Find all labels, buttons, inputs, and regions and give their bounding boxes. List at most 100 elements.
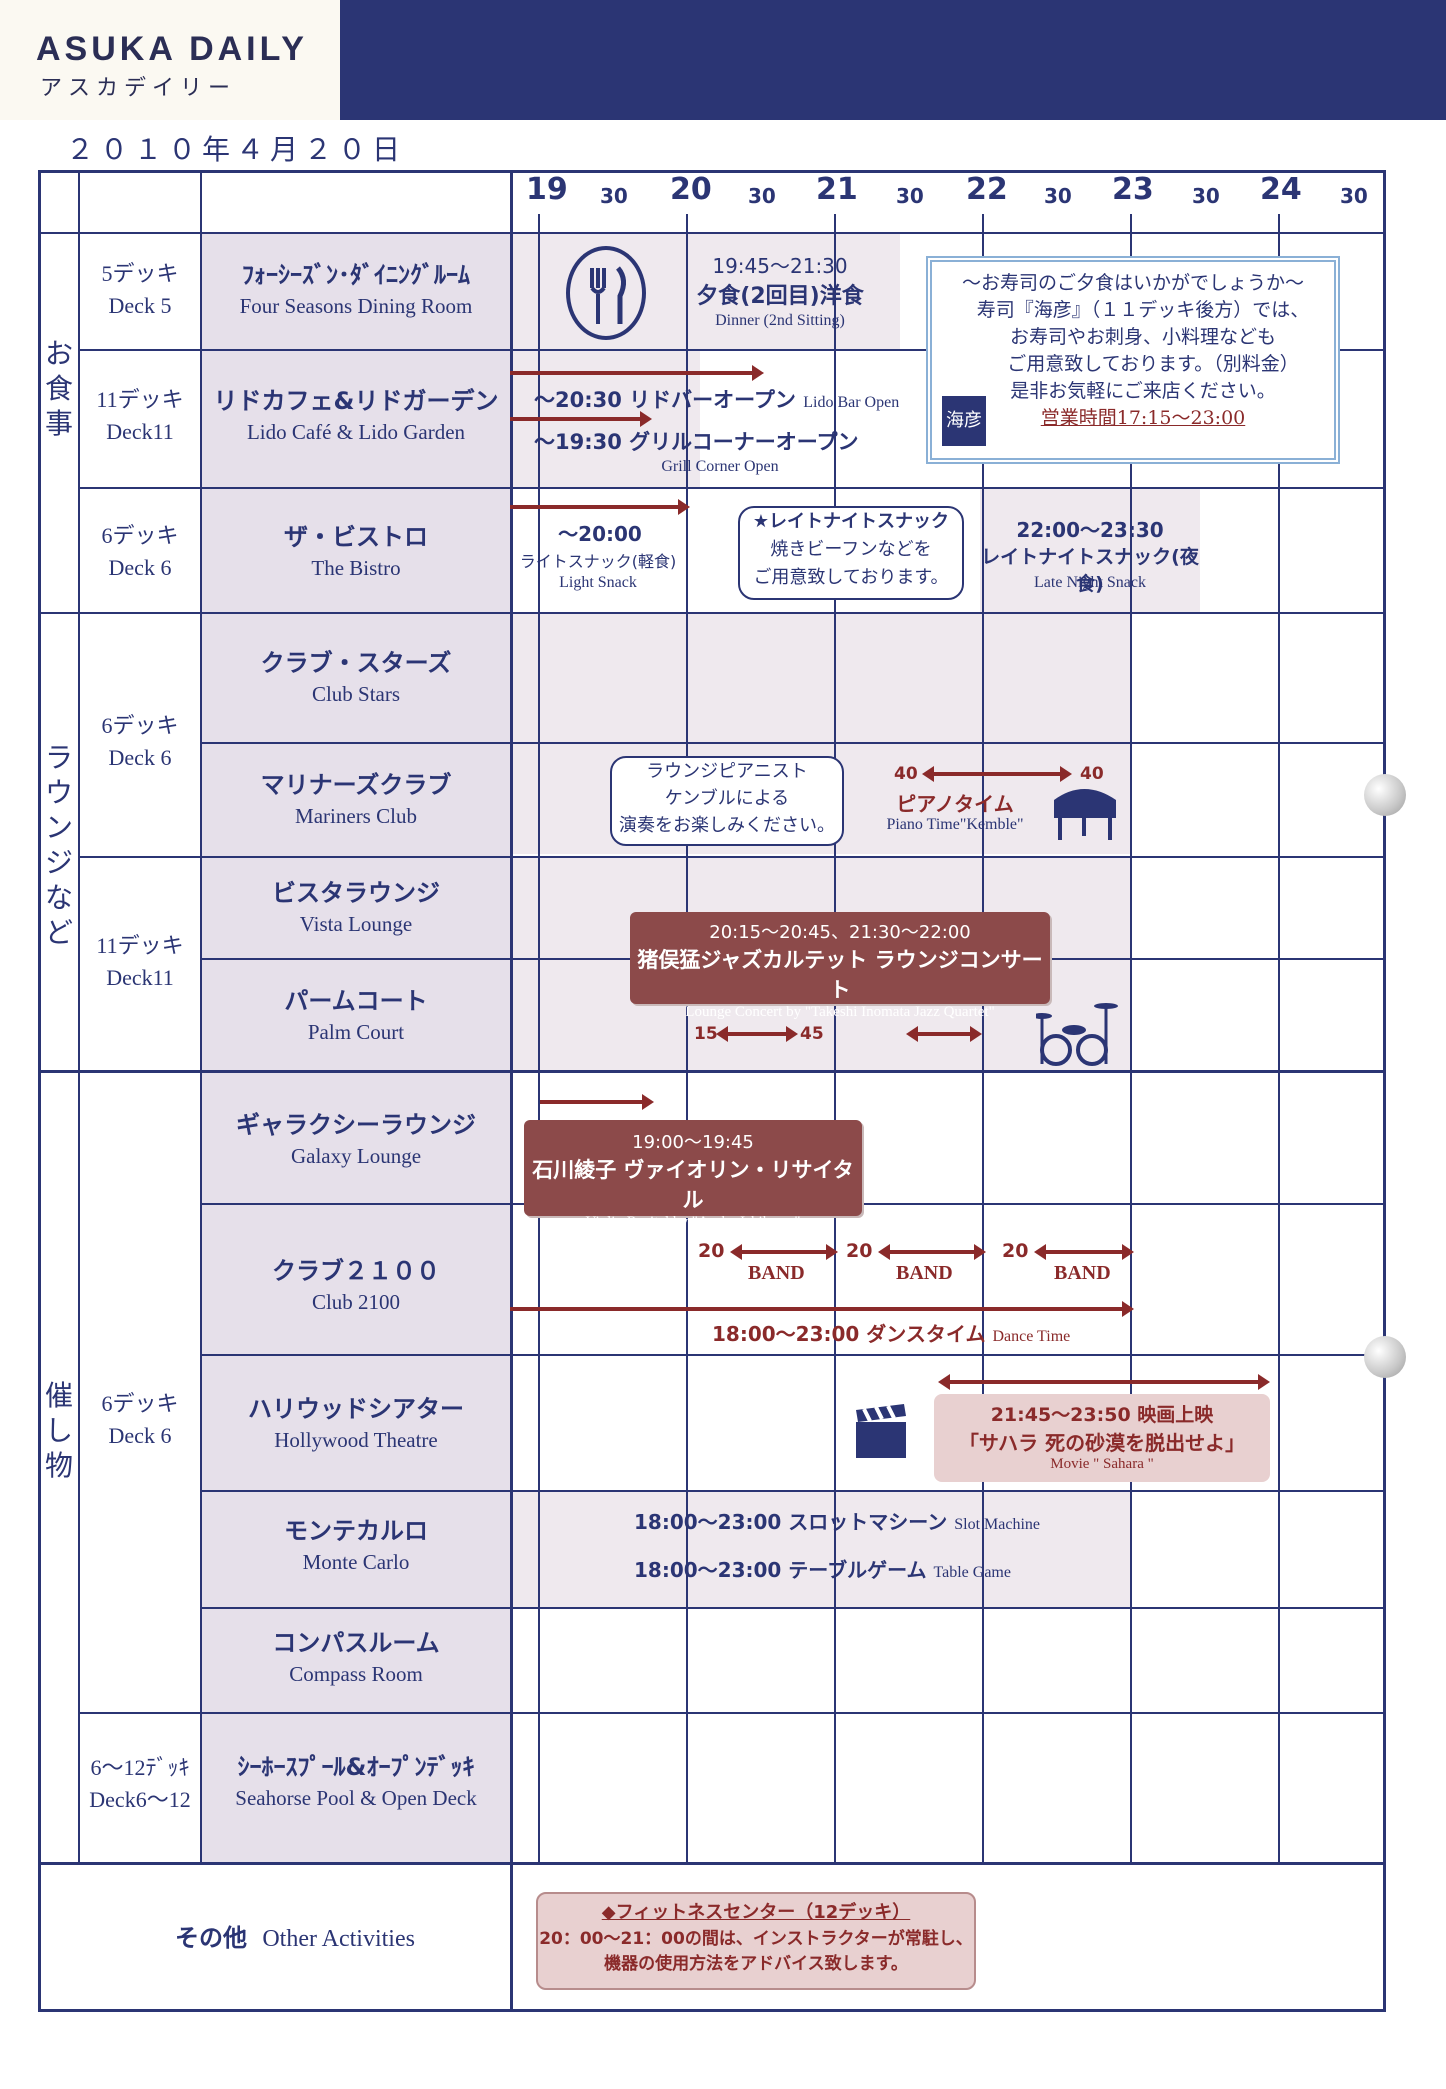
schedule-date: ２０１０年４月２０日 <box>66 133 407 166</box>
hour-line-19 <box>538 214 540 1862</box>
half-hour: 30 <box>896 184 924 208</box>
violin-arrow <box>540 1094 654 1110</box>
band-label-3: BAND <box>1054 1262 1111 1284</box>
lido-bar-arrow <box>510 365 764 381</box>
row-line <box>78 487 1386 489</box>
band-label-2: BAND <box>896 1262 953 1284</box>
fitness-center-box: ◆フィットネスセンター（12デッキ） 20：00〜21：00の間は、インストラク… <box>536 1892 976 1990</box>
hour-line-22 <box>982 214 984 1862</box>
band-start-3: 20 <box>1002 1240 1029 1262</box>
hour-19: 19 <box>526 172 568 207</box>
dinner-en: Dinner (2nd Sitting) <box>715 312 845 329</box>
jazz-end: 45 <box>800 1024 824 1044</box>
piano-end: 40 <box>1080 764 1104 784</box>
hour-23: 23 <box>1112 172 1154 207</box>
slot-machine: 18:00〜23:00 スロットマシーン Slot Machine <box>634 1510 1041 1534</box>
category-lounge: ラウンジなど <box>44 741 73 949</box>
row-line <box>200 742 1386 744</box>
row-line <box>200 1354 1386 1356</box>
piano-start: 40 <box>894 764 918 784</box>
category-events: 催し物 <box>44 1379 73 1482</box>
movie-arrow <box>938 1374 1270 1390</box>
sushi-logo: 海彦 <box>942 396 986 446</box>
band-start-2: 20 <box>846 1240 873 1262</box>
band-arrow-3 <box>1034 1244 1134 1260</box>
band-start-1: 20 <box>698 1240 725 1262</box>
montecarlo-shade <box>510 1492 1130 1607</box>
hour-21: 21 <box>816 172 858 207</box>
hour-line-20 <box>686 214 688 1862</box>
hour-line-24 <box>1278 214 1280 1862</box>
header-band <box>340 0 1446 120</box>
grill-arrow <box>510 411 652 427</box>
header-row-line <box>38 232 1386 234</box>
late-snack-time: 22:00〜23:30 <box>1016 518 1164 542</box>
table-game: 18:00〜23:00 テーブルゲーム Table Game <box>634 1558 1011 1582</box>
jazz-concert-box: 20:15〜20:45、21:30〜22:00 猪俣猛ジャズカルテット ラウンジ… <box>630 912 1050 1020</box>
dance-time-arrow <box>510 1301 1134 1317</box>
dinner-shade <box>660 234 900 349</box>
sushi-promo-box: 〜お寿司のご夕食はいかがでしょうか〜 寿司『海彦』（１１デッキ後方）では、 お寿… <box>926 256 1340 464</box>
half-hour: 30 <box>748 184 776 208</box>
piano-time-jp: ピアノタイム <box>896 792 1014 816</box>
late-snack-jp: レイトナイトスナック(夜食) <box>981 546 1199 595</box>
drum-kit-icon <box>1032 996 1120 1072</box>
row-line <box>78 349 1386 351</box>
half-hour: 30 <box>1192 184 1220 208</box>
band-arrow-1 <box>730 1244 838 1260</box>
hour-line-23 <box>1130 214 1132 1862</box>
brand-kana: アスカデイリー <box>40 76 237 101</box>
light-snack-en: Light Snack <box>559 574 637 591</box>
clapperboard-icon <box>852 1402 910 1466</box>
late-shade <box>980 487 1200 612</box>
movie-box: 21:45〜23:50 映画上映 「サハラ 死の砂漠を脱出せよ」 Movie "… <box>934 1394 1270 1482</box>
header-left <box>0 0 340 120</box>
grid-line <box>200 170 202 1862</box>
fork-knife-icon <box>566 246 646 340</box>
late-snack-bubble: ★レイトナイトスナック 焼きビーフンなどを ご用意致しております。 <box>738 506 964 600</box>
half-hour: 30 <box>1340 184 1368 208</box>
grid-line <box>78 170 80 1862</box>
lido-bar-open: 〜20:30 リドバーオープン Lido Bar Open <box>534 388 900 412</box>
row-line <box>78 1712 1386 1714</box>
late-snack-en: Late Night Snack <box>1034 574 1146 591</box>
brand-title: ASUKA DAILY <box>36 30 308 68</box>
other-activities-label: その他 Other Activities <box>175 1924 415 1952</box>
category-dining: お食事 <box>44 337 73 440</box>
piano-icon <box>1050 780 1120 848</box>
hour-line-21 <box>834 214 836 1862</box>
grid-line <box>510 170 513 2012</box>
binder-hole <box>1364 774 1406 816</box>
violin-recital-box: 19:00〜19:45 石川綾子 ヴァイオリン・リサイタル Violin Rec… <box>524 1120 862 1230</box>
section-line <box>38 612 1386 614</box>
light-snack-time: 〜20:00 <box>558 522 642 546</box>
row-line <box>200 1490 1386 1492</box>
hour-24: 24 <box>1260 172 1302 207</box>
grill-corner-open: 〜19:30 グリルコーナーオープン <box>534 430 859 454</box>
binder-hole <box>1364 1336 1406 1378</box>
jazz-start: 15 <box>694 1024 718 1044</box>
band-arrow-2 <box>878 1244 986 1260</box>
hour-20: 20 <box>670 172 712 207</box>
dinner-time: 19:45〜21:30 <box>712 254 848 278</box>
dinner-title: 夕食(2回目)洋食 <box>696 284 864 309</box>
schedule-grid <box>38 170 1386 2012</box>
